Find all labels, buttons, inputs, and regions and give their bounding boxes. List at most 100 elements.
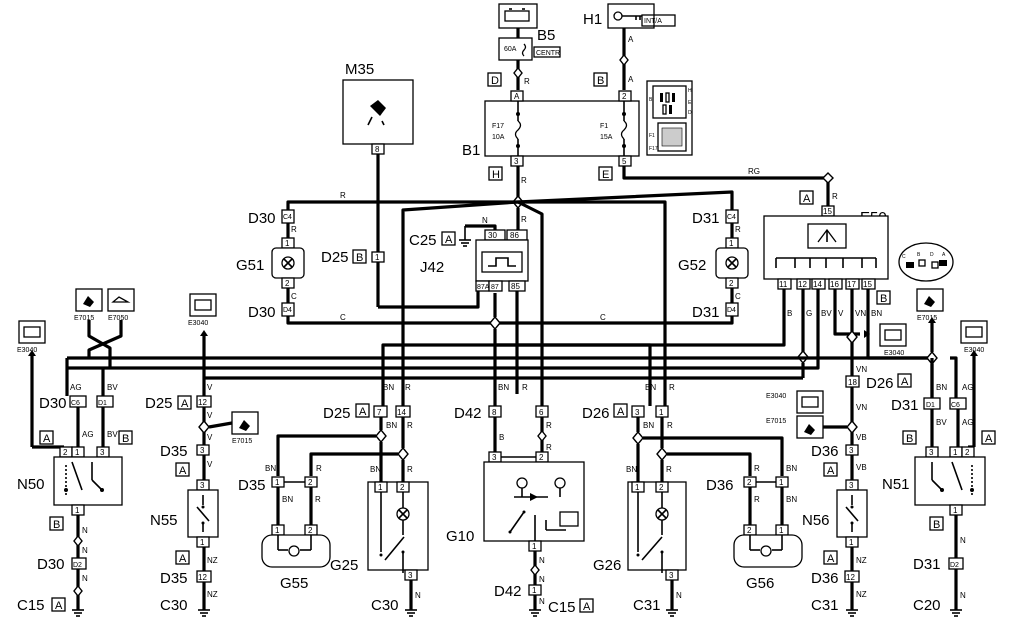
connector-diamond <box>513 66 523 80</box>
svg-text:R: R <box>667 421 673 430</box>
svg-text:A: A <box>179 553 187 565</box>
svg-text:NZ: NZ <box>207 556 218 565</box>
svg-text:7: 7 <box>377 408 382 417</box>
svg-text:1: 1 <box>953 448 958 457</box>
svg-text:A: A <box>628 35 634 44</box>
svg-text:1: 1 <box>779 526 784 535</box>
svg-text:A: A <box>514 92 520 101</box>
svg-text:A: A <box>901 376 909 388</box>
svg-text:D26: D26 <box>866 375 894 392</box>
svg-text:R: R <box>669 383 675 392</box>
label-b5: B5 <box>537 27 555 44</box>
svg-text:BN: BN <box>645 383 656 392</box>
svg-text:B: B <box>597 75 604 87</box>
svg-text:BN: BN <box>871 309 882 318</box>
svg-text:A: A <box>803 193 811 205</box>
svg-text:C: C <box>902 254 906 260</box>
svg-text:12: 12 <box>198 398 207 407</box>
svg-text:V: V <box>207 460 213 469</box>
svg-text:3: 3 <box>849 446 854 455</box>
svg-text:D36: D36 <box>811 570 839 587</box>
main-wiring: R RG R A R R C C <box>286 166 838 394</box>
svg-text:3: 3 <box>669 571 674 580</box>
label-g52: G52 <box>678 257 706 274</box>
svg-text:N: N <box>960 536 966 545</box>
component-n55: V D25 A 12 V V 3 D35 V A 3 N55 1 A NZ 12… <box>145 336 233 617</box>
svg-text:F17: F17 <box>492 123 504 130</box>
door-icon <box>23 326 41 338</box>
svg-text:D2: D2 <box>950 562 959 569</box>
svg-text:N: N <box>539 556 545 565</box>
svg-text:15: 15 <box>823 207 832 216</box>
svg-text:D25: D25 <box>323 405 351 422</box>
fuse-b5-rating: 60A <box>504 46 517 53</box>
svg-text:1: 1 <box>635 483 640 492</box>
component-g55-g25: BN R D25 A 7 14 BN R BN R BN R D35 1 2 B… <box>238 383 429 617</box>
svg-text:1: 1 <box>659 408 664 417</box>
svg-text:E7015: E7015 <box>917 315 937 322</box>
svg-text:2: 2 <box>285 279 290 288</box>
svg-text:VB: VB <box>856 463 867 472</box>
svg-text:N: N <box>960 591 966 600</box>
svg-text:1: 1 <box>75 506 80 515</box>
svg-text:A: A <box>55 600 63 612</box>
svg-text:D26: D26 <box>582 405 610 422</box>
svg-text:D36: D36 <box>706 477 734 494</box>
svg-text:14: 14 <box>397 408 406 417</box>
svg-text:A: A <box>628 75 634 84</box>
svg-text:N: N <box>482 216 488 225</box>
svg-text:1: 1 <box>729 239 734 248</box>
label-h1: H1 <box>583 11 602 28</box>
svg-text:E: E <box>602 169 609 181</box>
svg-text:NZ: NZ <box>856 590 867 599</box>
svg-text:B: B <box>933 519 940 531</box>
label-g26: G26 <box>593 557 621 574</box>
svg-text:E3040: E3040 <box>17 347 37 354</box>
svg-text:3: 3 <box>635 408 640 417</box>
svg-text:VB: VB <box>856 433 867 442</box>
svg-text:C31: C31 <box>633 597 661 614</box>
svg-text:C30: C30 <box>160 597 188 614</box>
label-g51: G51 <box>236 257 264 274</box>
door-icon <box>194 299 212 311</box>
lamp-icon <box>281 256 295 270</box>
svg-text:C6: C6 <box>951 402 960 409</box>
svg-text:1: 1 <box>779 478 784 487</box>
svg-text:A: A <box>827 465 835 477</box>
svg-text:D: D <box>930 252 934 258</box>
component-n51: D26 A BN AG D31 D1 C6 BV AG B A 3 1 2 N5… <box>866 356 996 617</box>
svg-text:E3040: E3040 <box>188 320 208 327</box>
horn-icon <box>924 296 935 307</box>
svg-text:D4: D4 <box>283 307 292 314</box>
svg-text:C31: C31 <box>811 597 839 614</box>
label-m35: M35 <box>345 61 374 78</box>
svg-text:BN: BN <box>265 464 276 473</box>
svg-text:RG: RG <box>748 167 760 176</box>
svg-text:D: D <box>491 75 499 87</box>
svg-text:D42: D42 <box>494 583 522 600</box>
svg-text:R: R <box>754 495 760 504</box>
svg-text:12: 12 <box>198 573 207 582</box>
component-g10: BN R D42 8 6 B R R 3 2 G10 1 N N 1 D42 N <box>446 345 594 617</box>
svg-text:D35: D35 <box>160 570 188 587</box>
svg-text:C15: C15 <box>17 597 45 614</box>
svg-text:1: 1 <box>375 253 380 262</box>
svg-text:BN: BN <box>936 383 947 392</box>
svg-text:C6: C6 <box>71 400 80 407</box>
svg-text:N: N <box>415 591 421 600</box>
label-int-a: INT/A <box>644 18 662 25</box>
svg-text:D31: D31 <box>692 304 720 321</box>
svg-text:2: 2 <box>308 526 313 535</box>
svg-text:3: 3 <box>849 481 854 490</box>
svg-text:1: 1 <box>275 478 280 487</box>
svg-text:87A: 87A <box>477 284 490 291</box>
svg-text:14: 14 <box>813 280 822 289</box>
label-centr: CENTR <box>536 50 560 57</box>
component-e50: 15 E50 11 12 14 16 17 15 C B D A B G BV <box>130 205 954 376</box>
svg-text:F1: F1 <box>649 133 655 139</box>
svg-text:R: R <box>340 191 346 200</box>
label-g56: G56 <box>746 575 774 592</box>
svg-text:1: 1 <box>285 239 290 248</box>
svg-text:1: 1 <box>275 526 280 535</box>
svg-text:10A: 10A <box>492 134 505 141</box>
